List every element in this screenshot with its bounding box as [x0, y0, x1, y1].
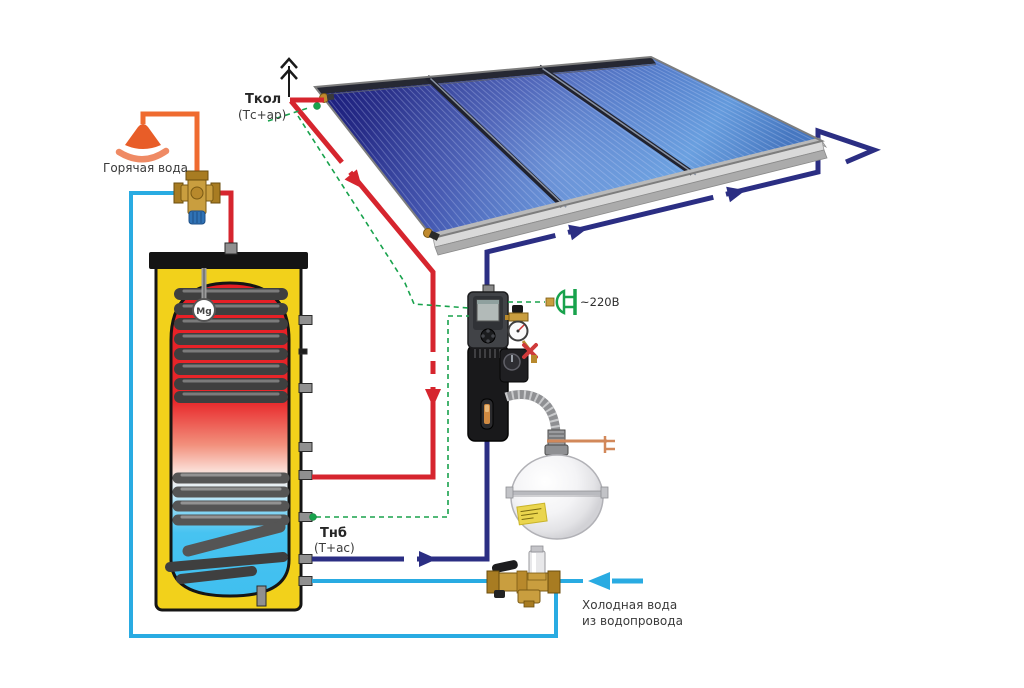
hot-water-branch — [115, 111, 238, 255]
tank-sensor-detail: (Т+ас) — [314, 541, 355, 555]
hot-water-label: Горячая вода — [103, 161, 189, 175]
solar-collector-array — [313, 55, 828, 256]
flow-arrow — [336, 159, 363, 189]
cold-water-label: Холодная вода из водопровода — [582, 598, 683, 628]
tank-sensor-wire — [316, 315, 469, 518]
cold-flow-arrow — [588, 572, 610, 590]
drain-knob — [494, 590, 505, 598]
collector-sensor-pointer — [267, 107, 309, 122]
flow-arrow — [712, 186, 746, 204]
pressure-gauge — [505, 305, 529, 342]
solar-return-pipe — [312, 127, 881, 567]
power-label: ~220В — [580, 295, 620, 309]
flow-arrow — [404, 551, 437, 567]
storage-tank: Mg — [149, 252, 313, 612]
pump-station — [467, 284, 561, 448]
safety-valve — [521, 340, 538, 363]
vessel-label — [516, 502, 548, 526]
collector-sensor-label: Ткол — [245, 92, 282, 107]
controller-dpad — [480, 328, 496, 344]
tank-solar-coil — [165, 472, 290, 584]
solar-controller — [467, 291, 509, 349]
anode-icon: Mg — [192, 268, 216, 322]
flow-arrow — [554, 224, 588, 242]
collector-sensor-wire — [297, 115, 470, 309]
expansion-vessel — [505, 429, 615, 540]
hot-water-pipe — [140, 111, 200, 178]
collector-sensor-dot — [313, 102, 321, 110]
tank-stubs — [256, 315, 313, 607]
air-vent-icon — [280, 57, 298, 97]
anode-label: Mg — [196, 307, 211, 317]
solar-flow-pipe — [280, 57, 441, 480]
wall-bracket — [547, 436, 615, 453]
tank-sensor-label: Тнб — [320, 526, 347, 541]
pipe-gap — [427, 352, 439, 361]
tank-top-stub — [224, 242, 238, 255]
panel-dividers — [425, 64, 697, 208]
sensor-wires — [267, 107, 545, 518]
tank-top-cap — [149, 252, 308, 269]
collector-sensor-detail: (Тс+ар) — [238, 108, 287, 122]
collector-tube-stripes — [318, 57, 818, 238]
shower-icon — [115, 124, 170, 163]
collector-fitting — [423, 228, 440, 241]
flow-arrow — [425, 374, 441, 407]
power-plug-icon — [545, 289, 577, 315]
safety-group-valve — [486, 545, 561, 608]
cold-loop-to-mixer — [129, 191, 558, 638]
valve-lever — [491, 560, 518, 573]
mixing-valve — [173, 170, 221, 225]
tank-sensor-dot — [309, 513, 317, 521]
tank-upper-coil — [174, 288, 288, 403]
